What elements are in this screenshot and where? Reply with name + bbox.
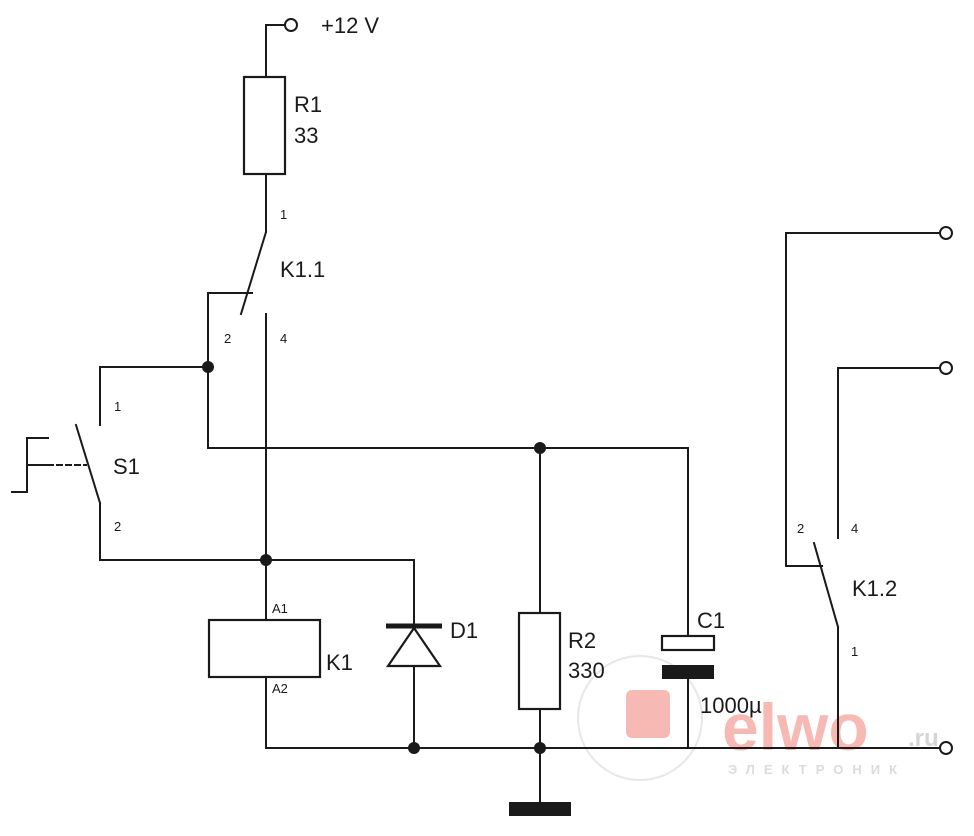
terminal-icon xyxy=(284,18,298,32)
k1-1-pin-2: 2 xyxy=(224,331,231,346)
terminal-icon xyxy=(939,741,953,755)
s1-name: S1 xyxy=(113,454,140,479)
r2-name: R2 xyxy=(568,628,596,653)
relay-contact-k1-1: 1 2 4 K1.1 xyxy=(207,173,325,561)
s1-pin-2: 2 xyxy=(114,519,121,534)
k1-pin-a1: A1 xyxy=(272,601,288,616)
wire-node-to-c1 xyxy=(207,366,689,637)
d1-name: D1 xyxy=(450,618,478,643)
k1-name: K1 xyxy=(326,650,353,675)
junction-dot xyxy=(534,742,546,754)
wire-k1-2-pin4 xyxy=(837,367,941,539)
terminal-icon xyxy=(939,226,953,240)
ground-icon xyxy=(509,802,571,816)
junction-dot xyxy=(534,442,546,454)
k1-pin-a2: A2 xyxy=(272,681,288,696)
logo-icon xyxy=(626,690,670,738)
contact-blade xyxy=(239,230,268,316)
resistor-r1-body xyxy=(242,75,287,176)
resistor-r1: R1 33 xyxy=(242,75,322,176)
k1-2-pin-2: 2 xyxy=(797,521,804,536)
k1-2-name: K1.2 xyxy=(852,576,897,601)
junction-dot xyxy=(260,554,272,566)
k1-1-pin-4: 4 xyxy=(280,331,287,346)
junction-dots xyxy=(202,361,546,754)
r1-value: 33 xyxy=(294,123,318,148)
c1-value: 1000µ xyxy=(700,693,762,718)
diode-d1: D1 xyxy=(265,559,478,749)
wire-s1-bottom xyxy=(99,502,267,561)
wire-s1-top xyxy=(99,366,209,426)
watermark-brand: elwo xyxy=(722,690,869,764)
diode-icon xyxy=(385,626,443,668)
k1-1-name: K1.1 xyxy=(280,257,325,282)
r2-value: 330 xyxy=(568,658,605,683)
watermark: elwo .ru ЭЛЕКТРОНИК xyxy=(577,655,939,781)
k1-2-blade xyxy=(812,541,840,629)
c1-name: C1 xyxy=(697,608,725,633)
terminal-icon xyxy=(939,361,953,375)
capacitor-c1: C1 1000µ xyxy=(660,608,762,749)
k1-1-pin-1: 1 xyxy=(280,207,287,222)
resistor-r2: R2 330 xyxy=(517,611,605,807)
relay-coil-body xyxy=(207,618,322,679)
capacitor-plate-negative xyxy=(662,665,714,679)
wire-contact-pin2 xyxy=(207,292,253,368)
switch-blade xyxy=(74,423,102,505)
supply-label: +12 V xyxy=(321,13,379,38)
k1-2-pin-1: 1 xyxy=(851,644,858,659)
k1-2-pin-4: 4 xyxy=(851,521,858,536)
wire-k1-2-pin2 xyxy=(785,232,941,567)
watermark-tagline: ЭЛЕКТРОНИК xyxy=(728,762,906,777)
relay-contact-k1-2: 2 4 1 K1.2 xyxy=(785,226,953,755)
capacitor-plate-positive xyxy=(660,634,716,652)
junction-dot xyxy=(202,361,214,373)
relay-coil-k1: A1 A2 K1 xyxy=(207,559,353,749)
wire-diode-top xyxy=(265,559,415,627)
switch-s1: 1 2 S1 xyxy=(11,366,267,561)
junction-dot xyxy=(408,742,420,754)
wire-supply xyxy=(265,24,285,99)
supply-terminal: +12 V xyxy=(265,13,379,99)
resistor-r2-body xyxy=(517,611,562,711)
r1-name: R1 xyxy=(294,92,322,117)
s1-pin-1: 1 xyxy=(114,399,121,414)
